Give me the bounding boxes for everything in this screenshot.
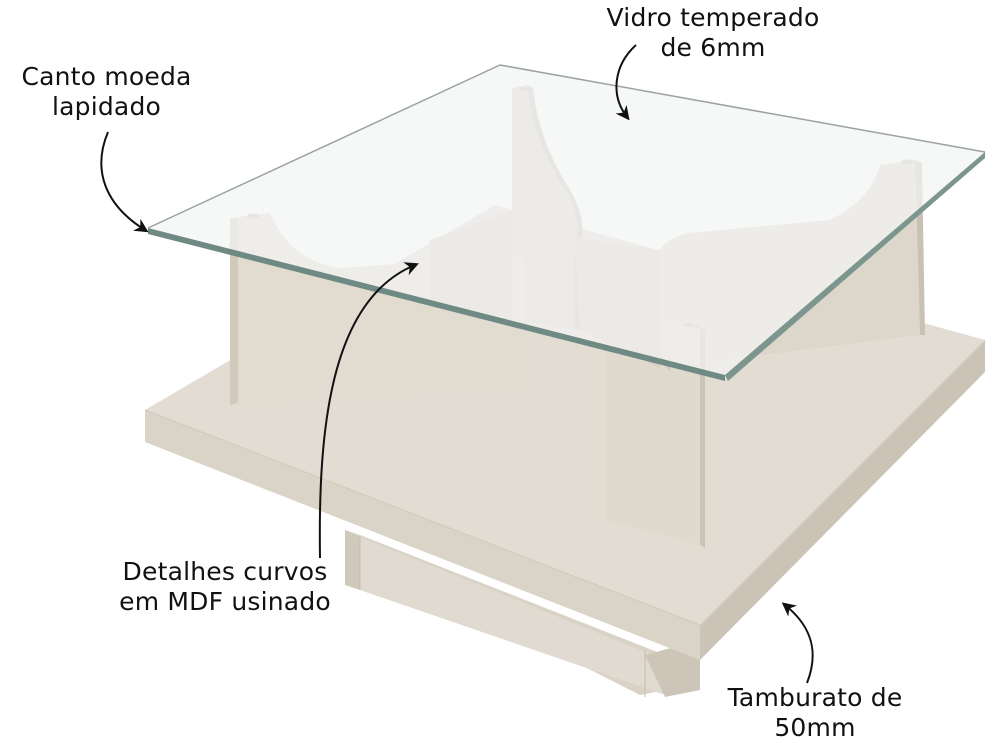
- canto-arrow: [100, 131, 149, 233]
- callout-vidro-temperado: Vidro temperado de 6mm: [582, 3, 844, 63]
- callout-vidro-line-1: Vidro temperado: [606, 3, 820, 32]
- callout-canto-line-1: Canto moeda: [21, 62, 192, 91]
- callout-tamburato-line-2: 50mm: [774, 713, 856, 742]
- callout-vidro-line-2: de 6mm: [660, 33, 766, 62]
- callout-detalhes-line-2: em MDF usinado: [119, 587, 331, 616]
- callout-arrows: [100, 44, 814, 684]
- glass-top: [147, 64, 986, 381]
- callout-canto-line-2: lapidado: [51, 92, 162, 121]
- callout-canto-moeda: Canto moeda lapidado: [4, 62, 209, 122]
- callout-tamburato: Tamburato de 50mm: [700, 683, 930, 743]
- callout-detalhes-line-1: Detalhes curvos: [122, 557, 328, 586]
- detalhes-arrow: [318, 262, 419, 559]
- vidro-arrow: [615, 44, 637, 121]
- callout-tamburato-line-1: Tamburato de: [727, 683, 903, 712]
- callout-detalhes-curvos: Detalhes curvos em MDF usinado: [105, 557, 345, 617]
- tamburato-arrow: [781, 602, 814, 684]
